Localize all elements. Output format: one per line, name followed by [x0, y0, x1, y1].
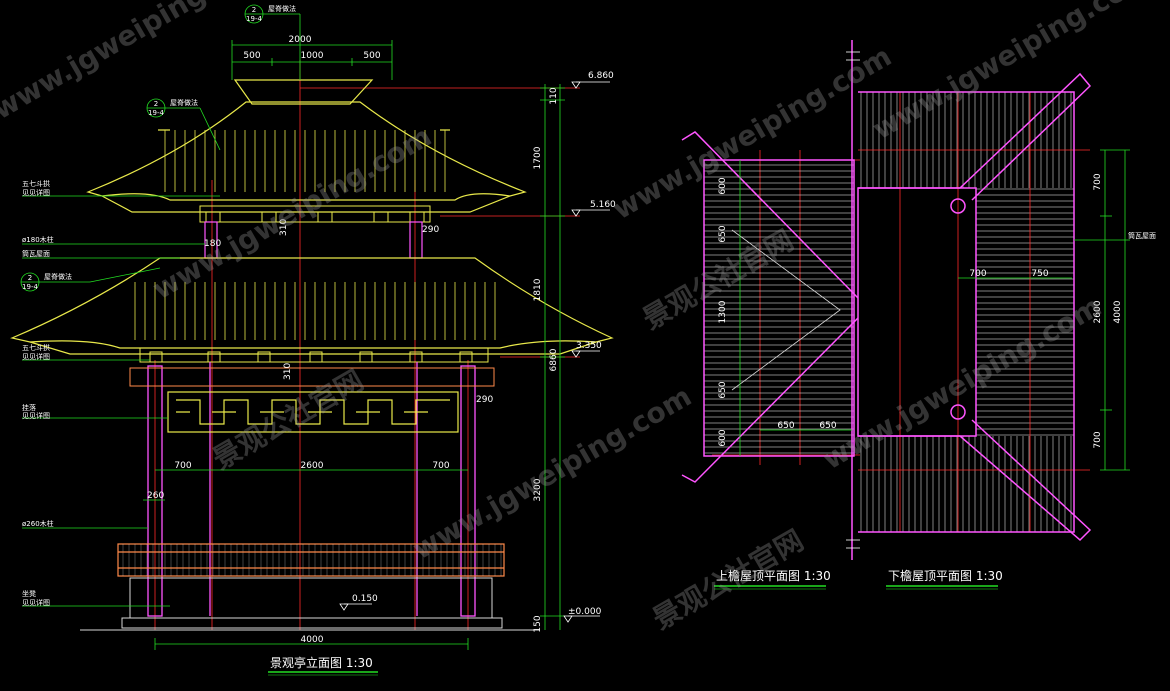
- lower-roof: [10, 257, 614, 355]
- label-railing-ref: 见见详图: [22, 411, 50, 420]
- level-3350: 3.350: [576, 341, 602, 351]
- callout-leaders: [20, 4, 301, 607]
- dim-span-center: 2600: [301, 461, 324, 471]
- label-bench: 坐凳: [22, 589, 36, 598]
- level-markers: [339, 81, 610, 623]
- beam: [129, 367, 495, 387]
- dim-right-6860: 6860: [549, 348, 559, 371]
- dim-right-150: 150: [533, 615, 543, 632]
- callout-2-num: 2: [154, 100, 158, 108]
- upper-roof: [86, 79, 527, 213]
- dim-lower-310: 310: [283, 363, 293, 380]
- callout-3-sub: 19-4: [22, 283, 38, 291]
- callout-3-text: 屋脊做法: [44, 272, 72, 281]
- upper-plan-title: 上檐屋顶平面图 1:30: [716, 569, 831, 583]
- dim-top-1000: 1000: [301, 51, 324, 61]
- callout-1-sub: 19-4: [246, 15, 262, 23]
- dim-lower-290: 290: [476, 395, 493, 405]
- label-bench-ref: 见见详图: [22, 598, 50, 607]
- level-5160: 5.160: [590, 200, 616, 210]
- upper-plan-dim-650-bottom: 650: [718, 381, 728, 398]
- label-bracket-upper: 五七斗拱: [22, 179, 50, 188]
- dim-upper-290: 290: [422, 225, 439, 235]
- dim-bottom-4000: 4000: [301, 635, 324, 645]
- label-column-180: ø180木柱: [22, 235, 54, 244]
- dim-top-500-left: 500: [243, 51, 260, 61]
- base: [80, 577, 540, 631]
- lower-plan-dim-2600: 2600: [1093, 300, 1103, 323]
- callout-1-text: 屋脊做法: [268, 4, 296, 13]
- lower-roof-plan: 700 750 700 2600 4000 700 筒瓦屋面 下檐屋顶平面图 1…: [857, 72, 1156, 590]
- upper-plan-dim-650-top: 650: [718, 225, 728, 242]
- bench: [117, 543, 505, 577]
- lower-plan-dim-750: 750: [1031, 269, 1048, 279]
- lower-plan-title: 下檐屋顶平面图 1:30: [888, 569, 1003, 583]
- dim-top-500-right: 500: [363, 51, 380, 61]
- callout-1-num: 2: [252, 6, 256, 14]
- dim-right-3200: 3200: [533, 478, 543, 501]
- callout-2-sub: 19-4: [148, 109, 164, 117]
- upper-plan-dim-600-top: 600: [718, 177, 728, 194]
- upper-roof-plan: 600 650 1300 650 600 650 650 上檐屋顶平面图 1:3…: [681, 40, 860, 590]
- lower-plan-dim-4000: 4000: [1113, 300, 1123, 323]
- dim-upper-310: 310: [279, 219, 289, 236]
- elevation-drawing: 2000 500 1000 500 110 1700 1810 6860 320…: [10, 4, 616, 676]
- dim-right-110: 110: [549, 87, 559, 104]
- dim-span-right: 700: [432, 461, 449, 471]
- lattice-railing: [167, 391, 459, 433]
- label-bracket-upper-ref: 见见详图: [22, 188, 50, 197]
- level-0150: 0.150: [352, 594, 378, 604]
- elevation-title: 景观亭立面图 1:30: [270, 655, 373, 670]
- upper-plan-dim-650-right: 650: [819, 421, 836, 431]
- dim-span-left: 700: [174, 461, 191, 471]
- watermark-url-1: www.jgweiping.com: [0, 0, 277, 126]
- callout-3-num: 2: [28, 274, 32, 282]
- dim-right-1700: 1700: [533, 146, 543, 169]
- level-6860: 6.860: [588, 71, 614, 81]
- dim-col-260: 260: [147, 491, 164, 501]
- callout-2-text: 屋脊做法: [170, 98, 198, 107]
- lower-plan-dim-700-top: 700: [1093, 173, 1103, 190]
- upper-plan-dim-1300: 1300: [718, 300, 728, 323]
- lower-plan-dim-700-bottom: 700: [1093, 431, 1103, 448]
- watermark-url-3: www.jgweiping.com: [407, 380, 697, 566]
- label-bracket-lower: 五七斗拱: [22, 343, 50, 352]
- lower-brackets: [139, 347, 489, 363]
- label-roof-tile: 筒瓦屋面: [22, 249, 50, 258]
- elevation-dimensions: [143, 40, 565, 650]
- dim-upper-180: 180: [204, 239, 221, 249]
- label-column-260: ø260木柱: [22, 519, 54, 528]
- upper-plan-dim-600-bottom: 600: [718, 429, 728, 446]
- label-railing: 挂落: [22, 403, 36, 412]
- level-0000: ±0.000: [568, 607, 602, 617]
- lower-plan-dim-700-h: 700: [969, 269, 986, 279]
- dim-right-1810: 1810: [533, 278, 543, 301]
- lower-plan-label-roof-tile: 筒瓦屋面: [1128, 231, 1156, 240]
- dim-top-2000: 2000: [289, 35, 312, 45]
- upper-plan-dim-650-left: 650: [777, 421, 794, 431]
- upper-brackets: [199, 205, 431, 223]
- label-bracket-lower-ref: 见见详图: [22, 352, 50, 361]
- elevation-texts: 2000 500 1000 500 110 1700 1810 6860 320…: [22, 4, 616, 676]
